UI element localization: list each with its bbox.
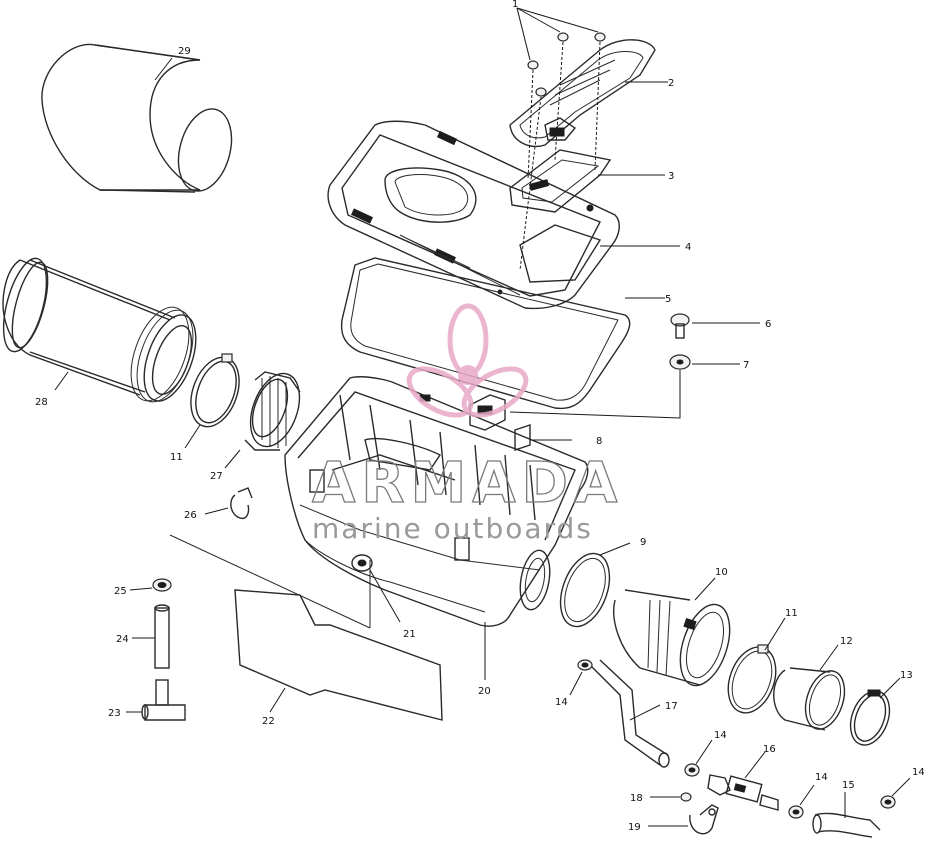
part-26-clip (204, 487, 253, 520)
part-14-hose-clamp-c (788, 784, 815, 819)
part-11-clamp-ring-left (184, 353, 240, 449)
part-14-hose-clamp-b (684, 739, 713, 777)
part-14-hose-clamp-d (880, 777, 911, 809)
part-17-vent-hose (589, 659, 670, 768)
callout-17: 17 (665, 701, 678, 712)
part-22-panel (169, 534, 443, 721)
callout-18: 18 (630, 793, 643, 804)
part-15-drain-hose (812, 792, 881, 838)
callout-28: 28 (35, 397, 48, 408)
callout-27: 27 (210, 471, 223, 482)
callout-21: 21 (403, 629, 416, 640)
part-4-top-cover (327, 120, 680, 310)
part-1-screws (516, 7, 606, 271)
callout-11-left: 11 (170, 452, 183, 463)
callout-13: 13 (900, 670, 913, 681)
callout-4: 4 (685, 242, 691, 253)
watermark-tagline: marine outboards (312, 512, 593, 545)
part-13-band-clamp (849, 677, 901, 746)
callout-7: 7 (743, 360, 749, 371)
callout-14-b: 14 (714, 730, 727, 741)
callout-14-c: 14 (815, 772, 828, 783)
callout-24: 24 (116, 634, 129, 645)
part-24-tube (132, 604, 170, 669)
part-2-intake-snorkel (509, 39, 668, 148)
part-21-drain (369, 569, 401, 623)
callout-6: 6 (765, 319, 771, 330)
part-9-seal-ring (559, 542, 631, 628)
callout-15: 15 (842, 780, 855, 791)
callout-9: 9 (640, 537, 646, 548)
watermark-brand: ARMADA (312, 451, 623, 516)
callout-10: 10 (715, 567, 728, 578)
callout-29: 29 (178, 46, 191, 57)
callout-14-d: 14 (912, 767, 925, 778)
part-29-prefilter-sleeve (41, 43, 233, 193)
part-7-washer (509, 354, 740, 419)
part-12-cone-boot (773, 644, 846, 731)
part-5-gasket (340, 257, 665, 410)
callout-26: 26 (184, 510, 197, 521)
part-23-tee-fitting (126, 679, 186, 721)
callout-11-right: 11 (785, 608, 798, 619)
callout-19: 19 (628, 822, 641, 833)
callout-2: 2 (668, 78, 674, 89)
part-18-screw (650, 792, 692, 802)
callout-14-a: 14 (555, 697, 568, 708)
part-27-adapter (224, 371, 301, 469)
part-19-p-clamp (648, 804, 719, 835)
part-8-bracket (469, 394, 572, 451)
part-14-hose-clamp-a (569, 659, 593, 696)
callout-12: 12 (840, 636, 853, 647)
part-6-bolt (670, 313, 760, 339)
part-25-hose-clamp (129, 578, 172, 592)
part-20-airbox-base (284, 376, 589, 680)
callout-3: 3 (668, 171, 674, 182)
part-28-air-filter (2, 257, 197, 403)
callout-16: 16 (763, 744, 776, 755)
callout-23: 23 (108, 708, 121, 719)
callout-20: 20 (478, 686, 491, 697)
part-16-check-valve (707, 751, 779, 811)
part-11-clamp-ring-right (727, 617, 786, 714)
callout-25: 25 (114, 586, 127, 597)
watermark-logo-icon (406, 303, 529, 418)
part-10-outlet-boot (613, 577, 731, 687)
callout-5: 5 (665, 294, 671, 305)
callout-8: 8 (596, 436, 602, 447)
callout-22: 22 (262, 716, 275, 727)
callout-1: 1 (512, 0, 518, 10)
